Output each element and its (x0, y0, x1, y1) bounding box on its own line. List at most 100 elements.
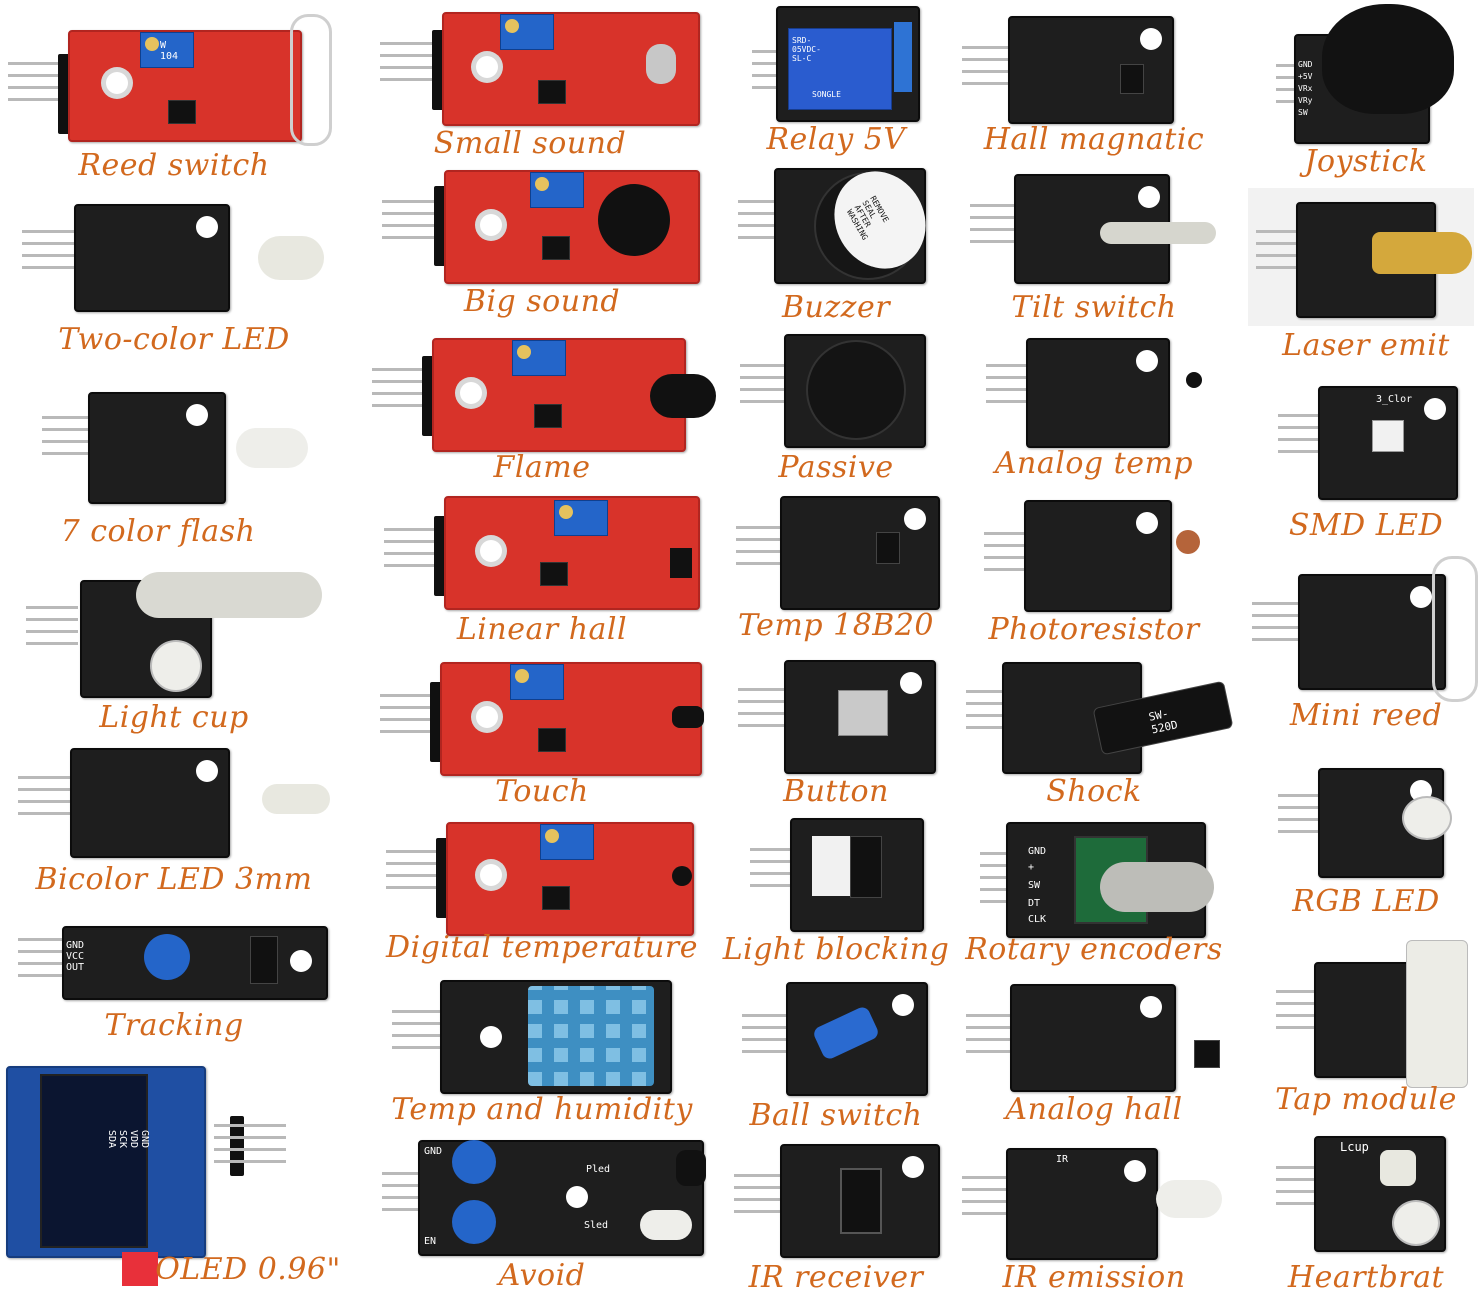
label-ball-switch: Ball switch (749, 1098, 923, 1133)
heartbeat-marking: Lcup (1340, 1140, 1369, 1154)
label-two-color-led: Two-color LED (58, 322, 290, 357)
mount-hole (892, 994, 914, 1016)
mount-hole (460, 382, 482, 404)
pin-header (734, 1170, 786, 1216)
mount-hole (1424, 398, 1446, 420)
pin-header (966, 1010, 1018, 1056)
pin-header (18, 934, 70, 980)
mount-hole (566, 1186, 588, 1208)
ic-chip (168, 100, 196, 124)
avoid-led-pled: Pled (586, 1164, 611, 1175)
label-temp-and-humidity: Temp and humidity (391, 1092, 693, 1127)
potentiometer (452, 1140, 496, 1184)
ic-chip (542, 236, 570, 260)
pin-header (962, 1172, 1014, 1218)
tilt-tube (1100, 222, 1216, 244)
thermistor (672, 866, 692, 886)
mount-hole (196, 760, 218, 782)
reed-glass (290, 14, 332, 146)
label-analog-temp: Analog temp (994, 446, 1194, 481)
pin-header (26, 602, 78, 648)
ir-led (640, 1210, 692, 1240)
mount-hole (902, 1156, 924, 1178)
label-buzzer: Buzzer (781, 290, 891, 325)
label-mini-reed: Mini reed (1289, 698, 1443, 733)
ir-receiver (676, 1150, 706, 1186)
potentiometer (510, 664, 564, 700)
potentiometer (140, 32, 194, 68)
potentiometer (500, 14, 554, 50)
laser-head (1372, 232, 1472, 274)
label-flame: Flame (493, 450, 591, 485)
dht11-sensor (528, 986, 654, 1086)
encoder-pin-sw: SW (1028, 880, 1041, 891)
pin-header (740, 360, 792, 406)
oled-screen (40, 1074, 148, 1248)
ir-sensor (250, 936, 278, 984)
label-oled: OLED 0.96" (155, 1252, 341, 1287)
potentiometer (512, 340, 566, 376)
ic-chip (534, 404, 562, 428)
pin-header (738, 684, 790, 730)
label-ir-emission: IR emission (1002, 1260, 1186, 1295)
mount-hole (1138, 186, 1160, 208)
ir-marking: IR (1056, 1154, 1069, 1165)
mount-hole (1140, 28, 1162, 50)
mount-hole (904, 508, 926, 530)
tracking-pin-labels: GND VCC OUT (66, 940, 85, 973)
mount-hole (1140, 996, 1162, 1018)
hall-sensor (1194, 1040, 1220, 1068)
avoid-pin-en: EN (424, 1236, 437, 1247)
loose-pins (214, 1120, 286, 1166)
encoder-pin-gnd: GND (1028, 846, 1047, 857)
joystick-pin-5v: +5V (1298, 72, 1313, 81)
ir-led (1156, 1180, 1222, 1218)
ds18b20-sensor (876, 532, 900, 564)
pin-header (372, 364, 424, 410)
hall-sensor (670, 548, 692, 578)
screw-terminal (894, 22, 912, 92)
pin-header (736, 522, 788, 568)
joystick-pin-gnd: GND (1298, 60, 1313, 69)
label-analog-hall: Analog hall (1005, 1092, 1183, 1127)
reed-glass (1432, 556, 1478, 702)
passive-buzzer (806, 340, 906, 440)
label-hall-magnatic: Hall magnatic (983, 122, 1205, 157)
label-ir-receiver: IR receiver (748, 1260, 924, 1295)
joystick-pin-vry: VRy (1298, 96, 1313, 105)
label-rgb-led: RGB LED (1292, 884, 1440, 919)
mount-hole (106, 72, 128, 94)
rgb-led-bulb (1402, 796, 1452, 840)
joystick-pin-vrx: VRx (1298, 84, 1313, 93)
label-heartbrat: Heartbrat (1287, 1260, 1445, 1295)
pin-header (1276, 60, 1298, 110)
mount-hole (290, 950, 312, 972)
label-tracking: Tracking (104, 1008, 244, 1043)
ir-emitter (1380, 1150, 1416, 1186)
photo-interrupter (850, 836, 882, 898)
label-rotary-encoders: Rotary encoders (965, 932, 1223, 967)
slot-opening (812, 836, 854, 896)
mount-hole (1410, 586, 1432, 608)
label-light-blocking: Light blocking (722, 932, 950, 967)
label-temp-18b20: Temp 18B20 (737, 608, 935, 643)
mount-hole (480, 540, 502, 562)
potentiometer (540, 824, 594, 860)
pin-header (380, 38, 432, 84)
oled-pin-labels: GND VDD SCK SDA (106, 1130, 150, 1149)
ic-chip (542, 886, 570, 910)
pin-header (380, 690, 432, 736)
mount-hole (480, 864, 502, 886)
ic-chip (540, 562, 568, 586)
label-small-sound: Small sound (433, 126, 627, 161)
touch-sensor (672, 706, 704, 728)
ir-detector (1392, 1200, 1440, 1246)
pin-header (42, 412, 94, 458)
potentiometer (144, 934, 190, 980)
flame-sensor (650, 374, 716, 418)
pin-header (980, 848, 1010, 912)
led-bulb (258, 236, 324, 280)
led-bulb (150, 640, 202, 692)
label-touch: Touch (495, 774, 589, 809)
avoid-led-sled: Sled (584, 1220, 609, 1231)
